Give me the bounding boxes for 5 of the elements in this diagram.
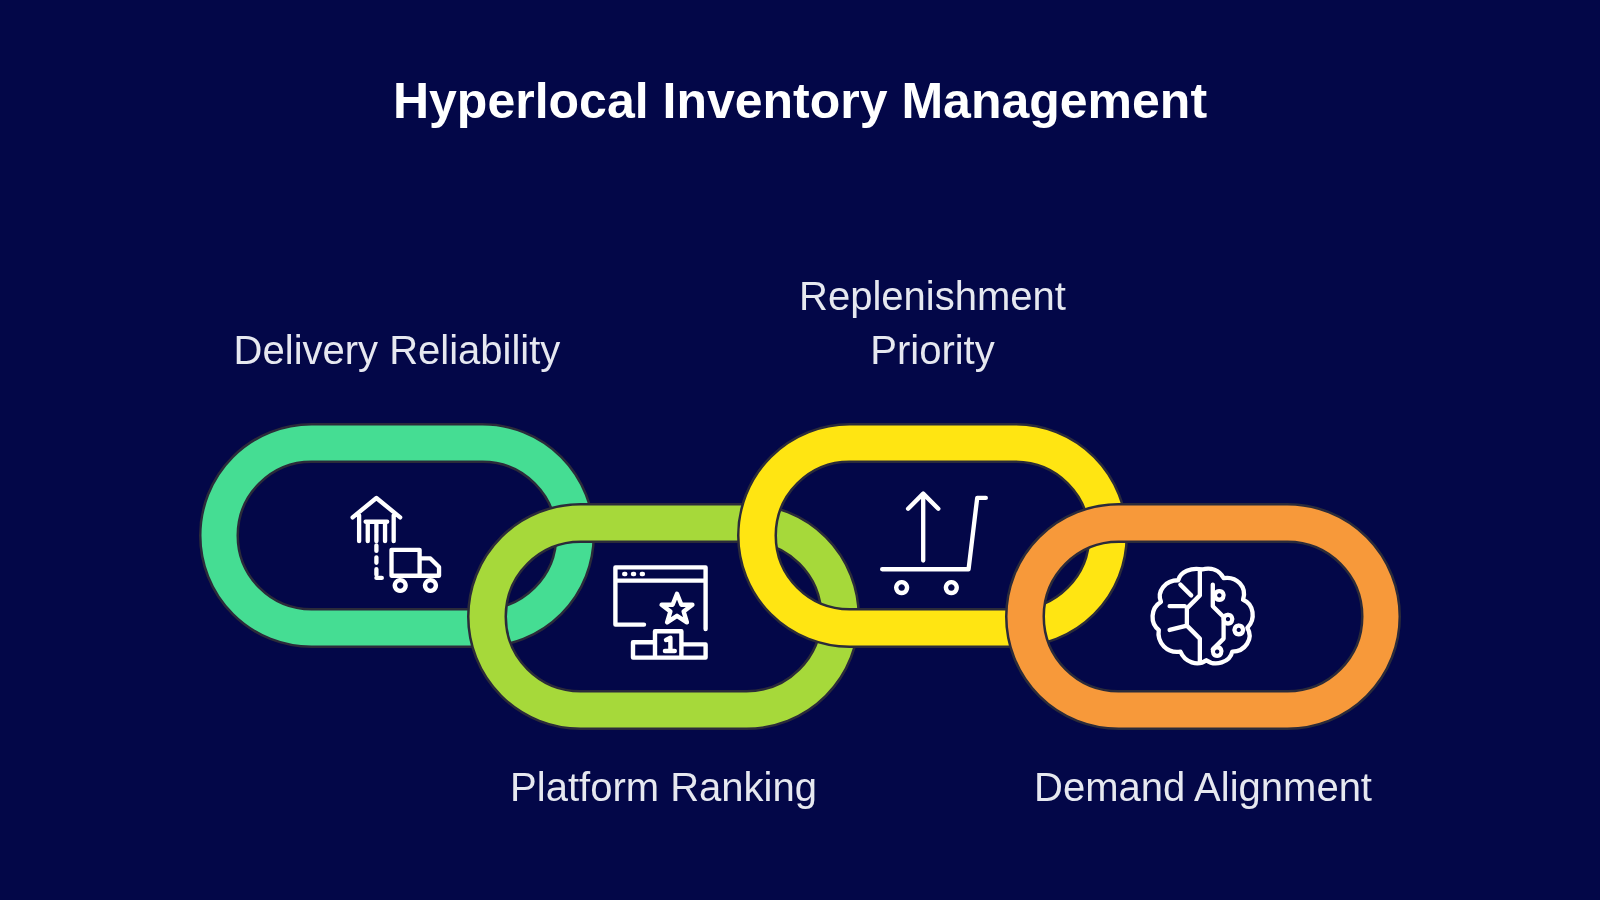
link-label: Demand Alignment [1033,764,1373,811]
link-label: Platform Ranking [509,764,818,811]
link-label: Replenishment Priority [798,273,1067,374]
link-label: Delivery Reliability [232,327,562,374]
diagram-title: Hyperlocal Inventory Management [391,72,1209,130]
